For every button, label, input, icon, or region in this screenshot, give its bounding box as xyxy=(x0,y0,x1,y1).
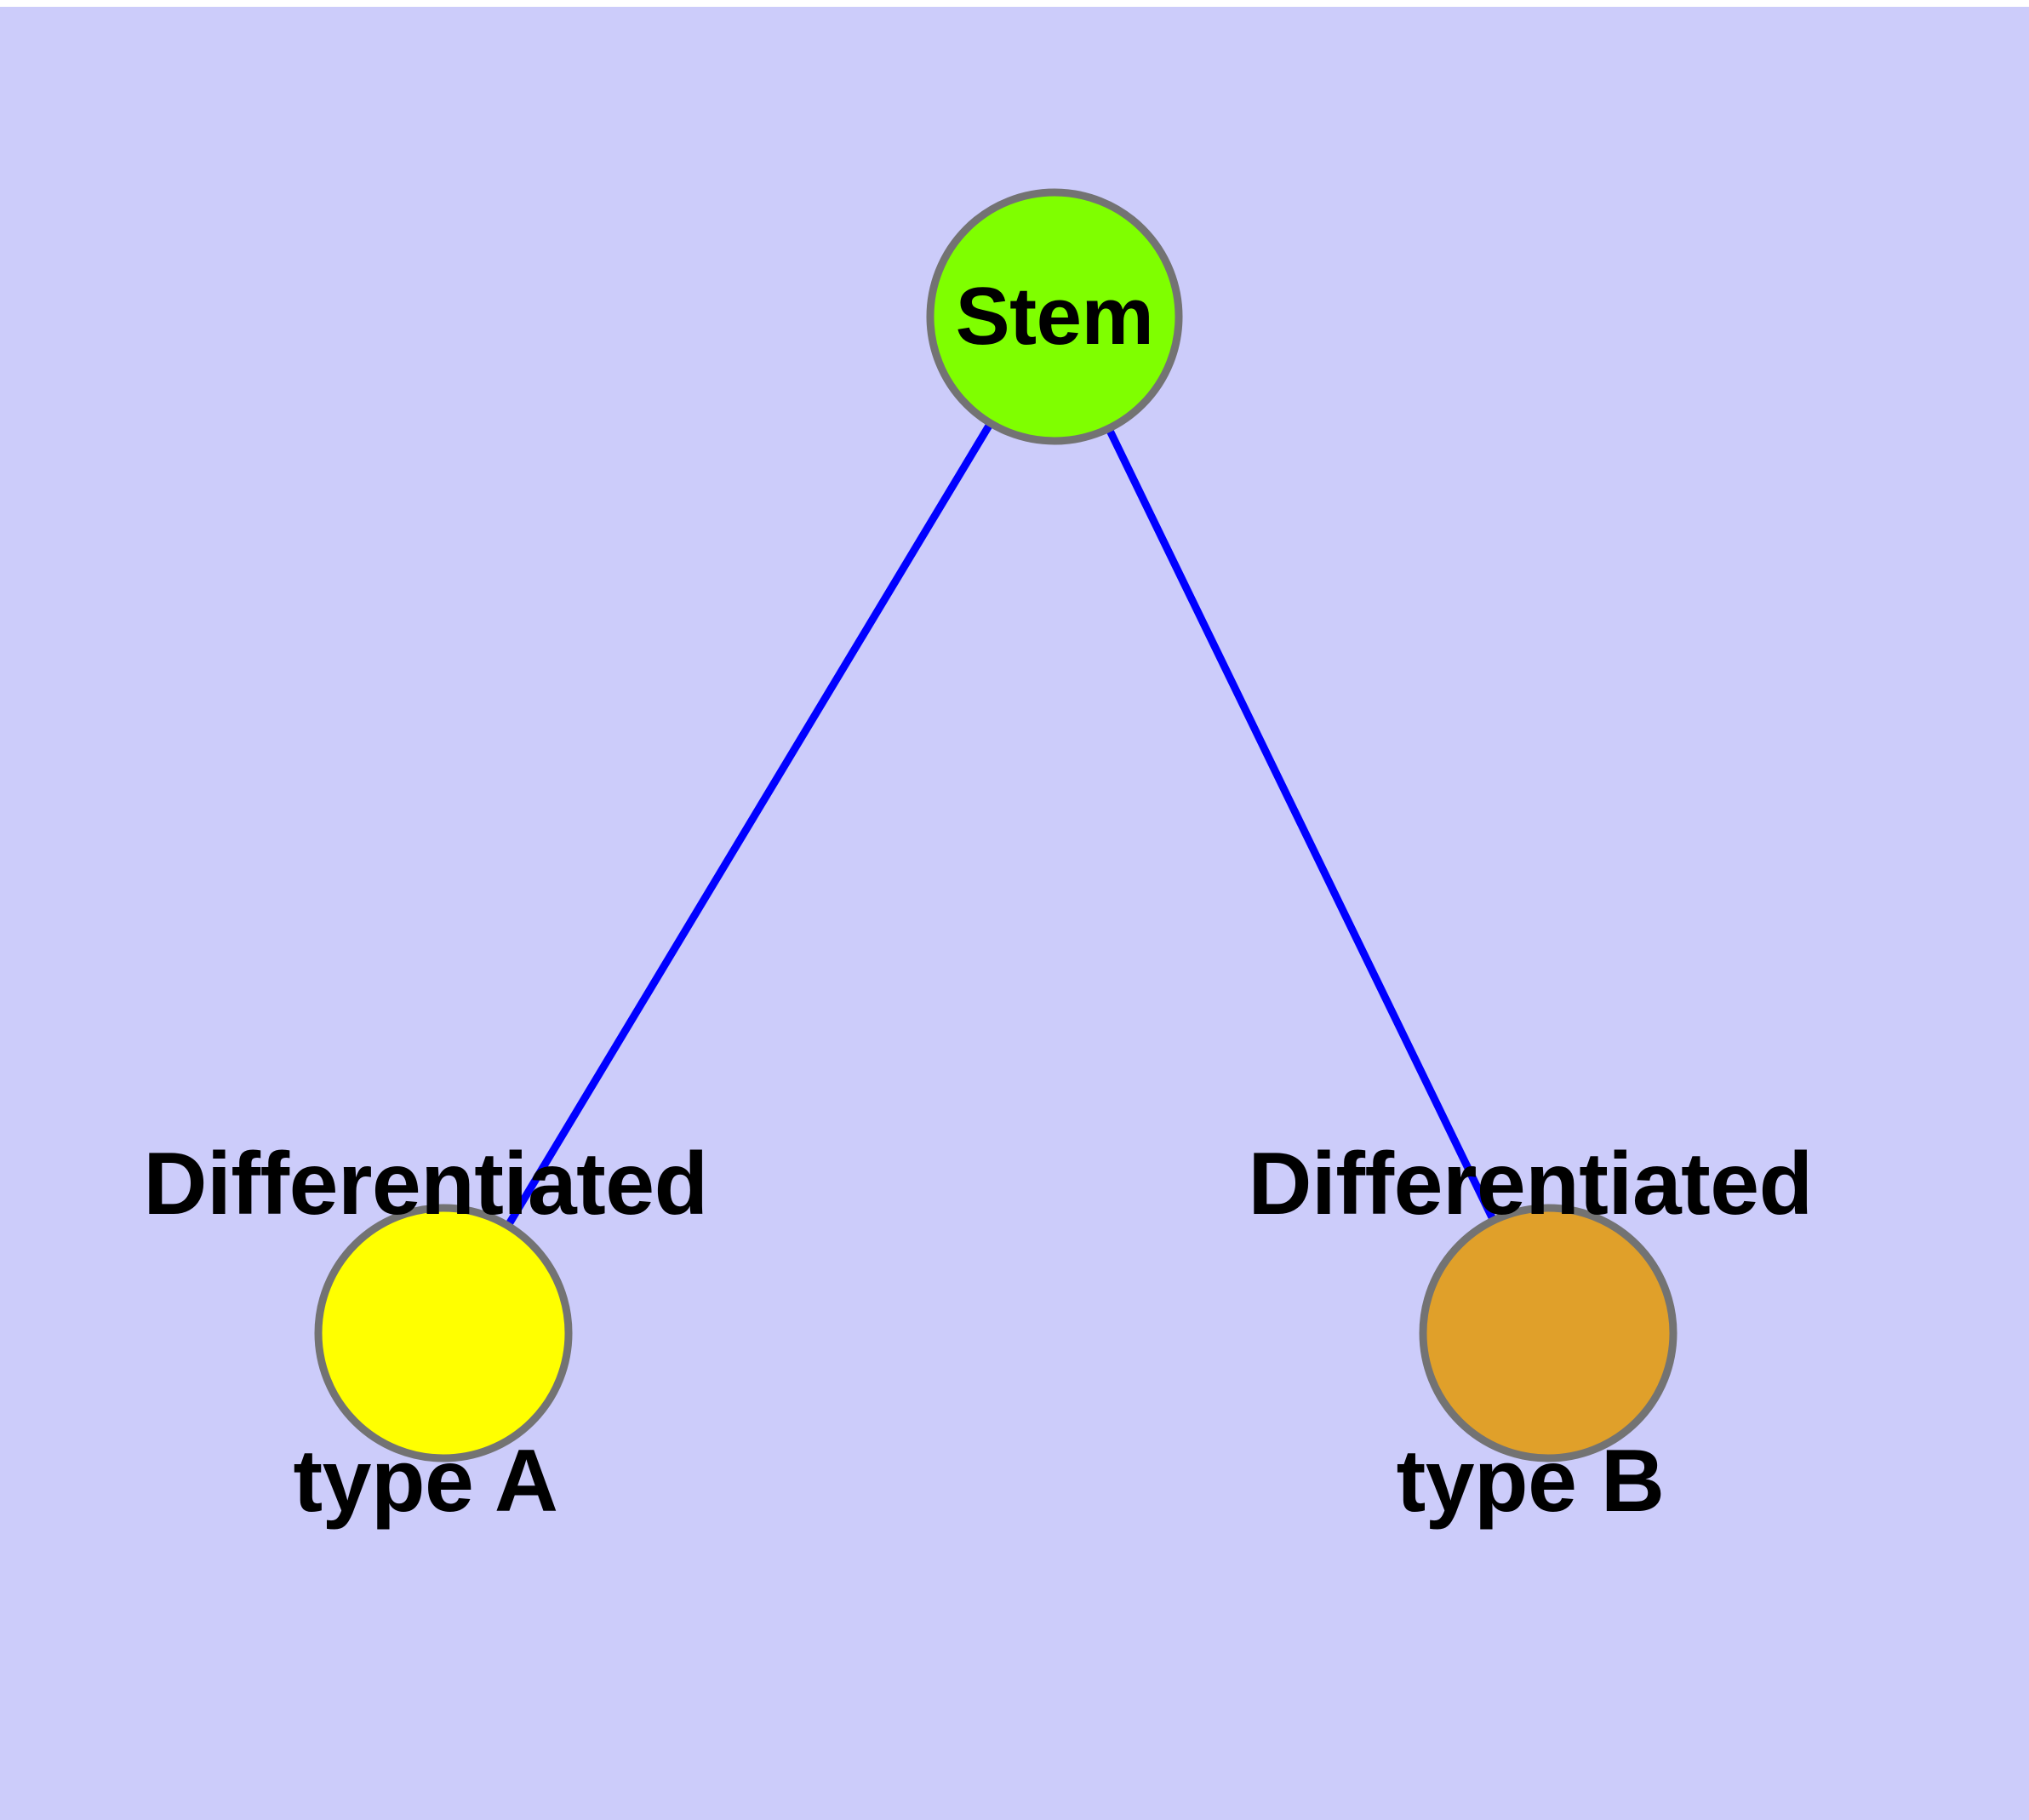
edge-layer xyxy=(504,421,1497,1228)
edge-stem-to-diff-a xyxy=(504,421,994,1228)
edge-stem-to-diff-b xyxy=(1105,426,1497,1222)
node-stem[interactable] xyxy=(926,188,1183,445)
node-differentiated-type-b[interactable] xyxy=(1419,1204,1677,1462)
node-differentiated-type-a[interactable] xyxy=(314,1204,573,1462)
node-layer xyxy=(314,188,1677,1462)
